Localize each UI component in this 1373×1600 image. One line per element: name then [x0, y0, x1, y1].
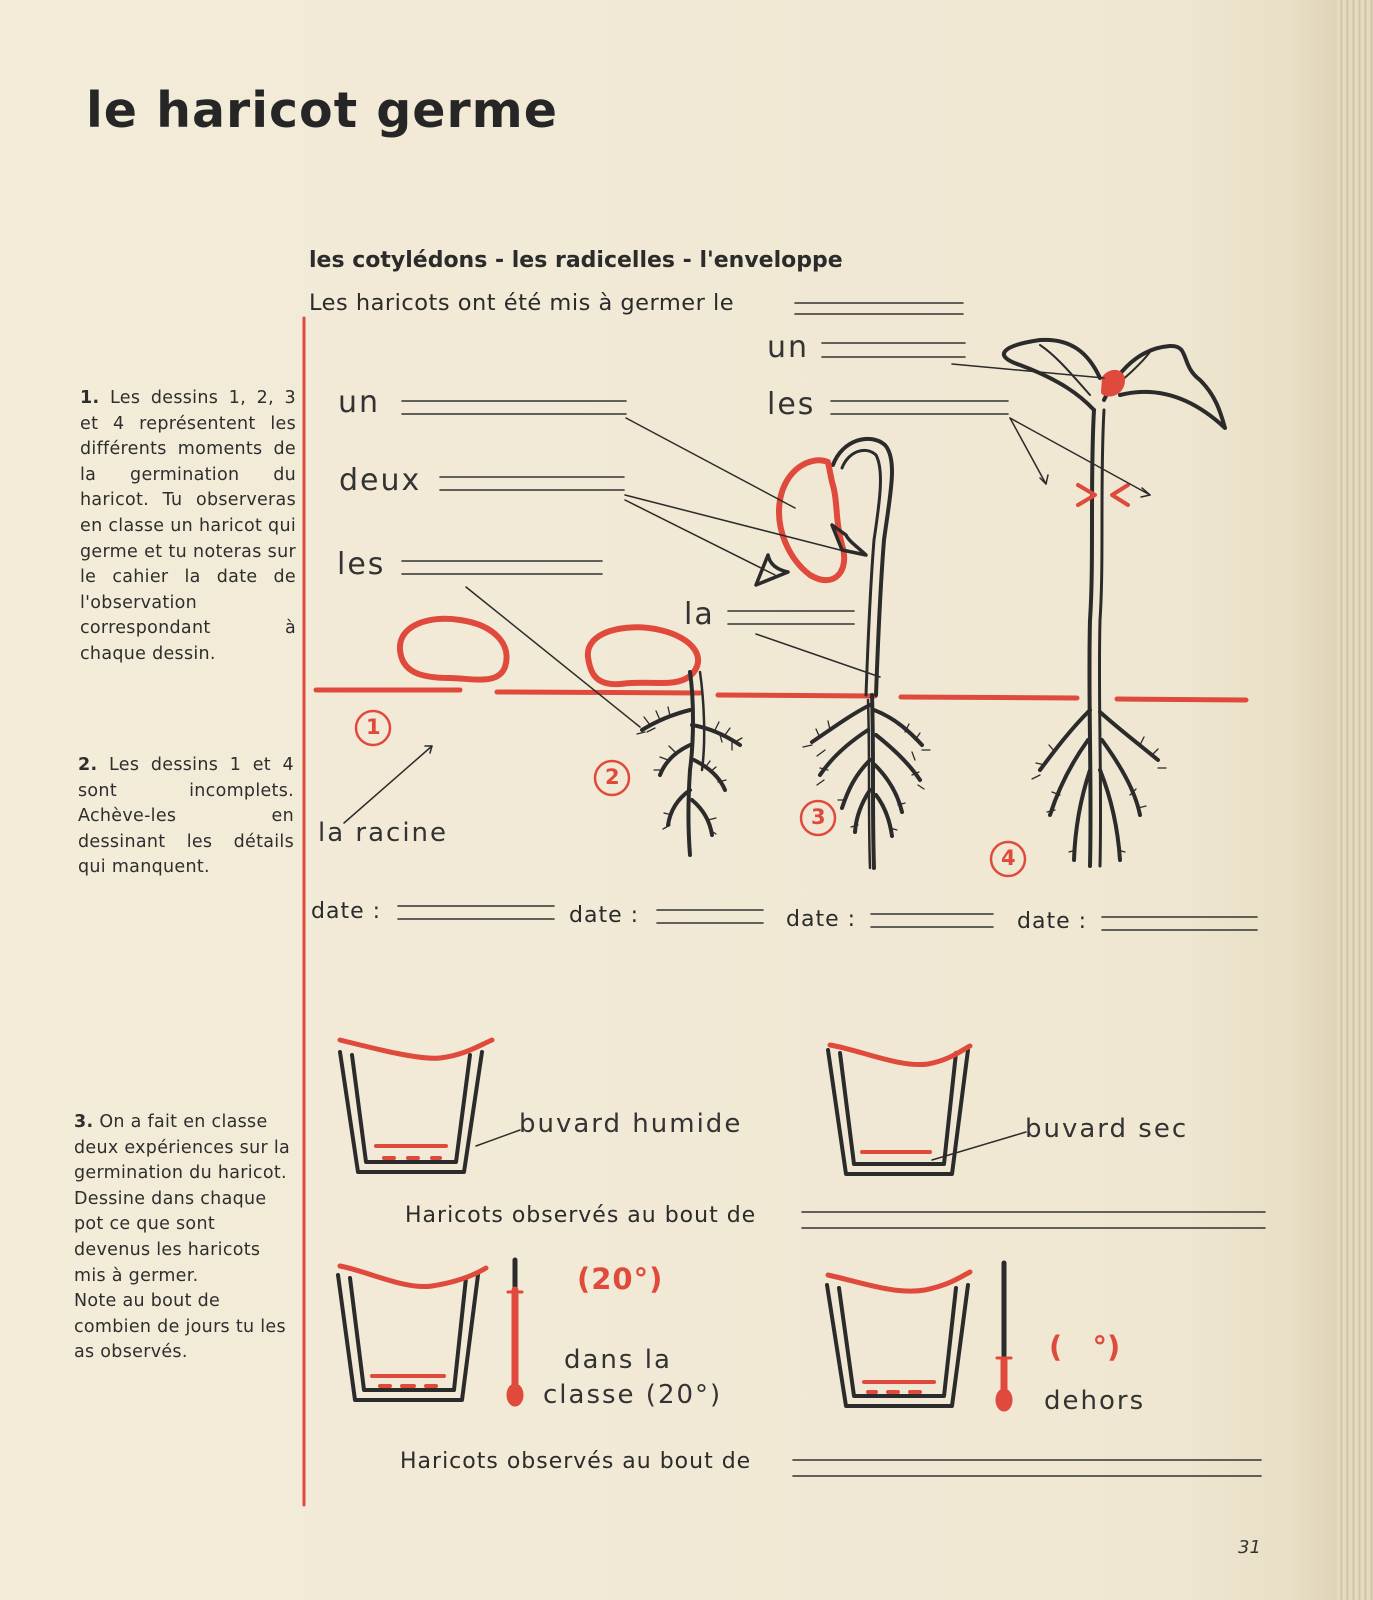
ground-line	[313, 687, 1249, 703]
cup-4	[825, 1269, 973, 1408]
page-number: 31	[1238, 1537, 1261, 1558]
cotyledons-stage-3	[776, 457, 848, 584]
root-stage-2	[640, 670, 742, 857]
label-la: la	[684, 597, 715, 632]
date-label-1: date :	[311, 899, 382, 924]
label-les-right: les	[767, 387, 816, 422]
stage-number-2: 2	[605, 765, 620, 789]
label-un-left: un	[338, 385, 381, 420]
thermometer-class	[506, 1257, 524, 1407]
temp-class: (20°)	[577, 1262, 664, 1296]
label-buvard-sec: buvard sec	[1025, 1114, 1189, 1144]
root-hairs-3	[802, 720, 931, 831]
page-edge	[1337, 0, 1373, 1600]
label-dans-la: dans la	[564, 1345, 672, 1375]
cotyledon-scar-4	[1076, 483, 1130, 507]
label-un-right: un	[767, 330, 810, 365]
answer-lines	[397, 302, 1266, 1477]
instruction-1: 1. Les dessins 1, 2, 3 et 4 représentent…	[80, 388, 296, 664]
label-classe: classe (20°)	[543, 1380, 723, 1410]
bean-stage-2	[584, 624, 702, 688]
thermometer-outside	[995, 1260, 1013, 1412]
pointer-arrows	[343, 363, 1151, 1161]
observed-line-1: Haricots observés au bout de	[405, 1203, 757, 1228]
temp-outside: ( °)	[1049, 1330, 1121, 1364]
sentence: Les haricots ont été mis à germer le	[309, 290, 735, 316]
label-deux: deux	[339, 463, 422, 498]
stage-number-1: 1	[366, 715, 381, 739]
bean-stage-1	[396, 615, 510, 683]
stem-stage-3	[810, 436, 924, 870]
root-hairs-4	[1031, 736, 1167, 853]
cup-3	[336, 1263, 489, 1402]
label-racine: la racine	[318, 818, 449, 848]
leaves-stage-3	[830, 523, 868, 557]
label-les-left: les	[337, 547, 386, 582]
date-label-2: date :	[569, 903, 640, 928]
stem-stage-4	[1002, 337, 1227, 868]
instruction-2: 2. Les dessins 1 et 4 sont incomplets. A…	[78, 755, 294, 878]
stage-number-3: 3	[811, 805, 826, 829]
label-buvard-humide: buvard humide	[519, 1109, 743, 1139]
observed-line-2: Haricots observés au bout de	[400, 1449, 752, 1474]
date-label-3: date :	[786, 907, 857, 932]
cup-1	[337, 1037, 495, 1174]
page-title: le haricot germe	[86, 82, 558, 139]
stage-number-4: 4	[1001, 846, 1016, 870]
bud-stage-4	[1101, 370, 1125, 397]
instruction-3: 3. On a fait en classe deux expériences …	[74, 1112, 291, 1363]
leaf-tip-stage-3	[754, 553, 790, 587]
word-list: les cotylédons - les radicelles - l'enve…	[309, 248, 843, 273]
date-label-4: date :	[1017, 909, 1088, 934]
stage-circles	[354, 709, 1027, 878]
label-dehors: dehors	[1044, 1386, 1146, 1416]
root-hairs-2	[636, 706, 743, 835]
cup-2	[826, 1042, 973, 1176]
